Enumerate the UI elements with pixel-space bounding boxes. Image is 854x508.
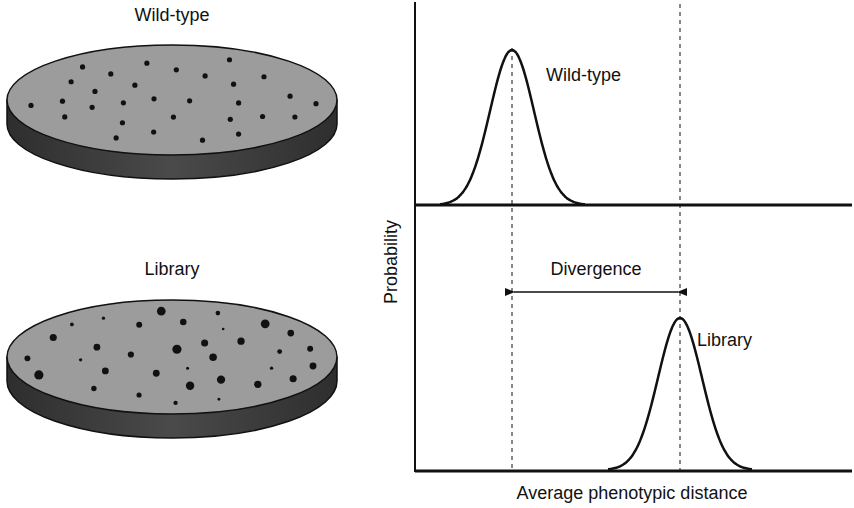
curve-label: Wild-type [546,66,621,86]
dish-title: Library [144,260,199,280]
colony-dot [180,319,187,326]
colony-dot [80,64,85,69]
colony-dot [287,94,292,99]
petri-dish [7,300,337,438]
colony-dot [120,120,125,125]
colony-dot [186,367,189,370]
colony-dot [151,96,156,101]
colony-dot [60,99,65,104]
colony-dot [172,345,181,354]
colony-dot [277,349,282,354]
dish-title: Wild-type [134,6,209,26]
colony-dot [157,307,166,316]
colony-dot [260,114,265,119]
dish-top [7,45,337,155]
colony-dot [287,330,294,337]
dashed-guide [512,48,513,470]
colony-dot [222,328,225,331]
colony-dot [186,382,194,390]
colony-dot [121,100,126,105]
colony-dot [261,319,270,328]
colony-dot [173,401,177,405]
colony-dot [50,334,57,341]
colony-dot [79,358,82,361]
x-axis [415,470,852,473]
colony-dot [227,57,232,62]
colony-dot [114,135,119,140]
colony-dot [310,363,317,370]
colony-dot [217,398,220,401]
colony-dot [136,322,142,328]
colony-dot [171,114,176,119]
colony-dot [70,323,74,327]
colony-dot [69,79,74,84]
colony-dot [216,311,221,316]
petri-dish [7,45,337,179]
colony-dot [28,103,33,108]
colony-dot [92,89,97,94]
colony-dot [236,100,241,105]
colony-dot [90,105,95,110]
curve-label: Library [697,331,752,351]
colony-dot [94,344,101,351]
colony-dot [307,346,313,352]
dish-top [7,300,337,414]
colony-dot [187,98,192,103]
colony-dot [201,339,208,346]
colony-dot [236,131,241,136]
colony-dot [108,71,113,76]
colony-dot [62,114,67,119]
colony-dot [91,386,96,391]
colony-dot [102,317,105,320]
colonies [28,57,318,143]
axis-title: Average phenotypic distance [517,484,748,504]
colony-dot [231,82,236,87]
colony-dot [128,351,134,357]
colony-dot [209,354,217,362]
axis-title: Probability [382,220,402,304]
colony-dot [144,61,149,66]
baseline [415,204,852,207]
colony-dot [261,74,266,79]
colony-dot [151,129,156,134]
colony-dot [217,375,225,383]
measure-label: Divergence [550,260,641,280]
colony-dot [290,375,297,382]
colony-dot [200,138,205,143]
colony-dot [24,355,30,361]
y-axis [414,2,416,472]
colony-dot [270,366,273,369]
colony-dot [34,370,43,379]
colony-dot [136,392,141,397]
colony-dot [292,114,297,119]
colony-dot [313,101,318,106]
colony-dot [228,117,233,122]
colony-dot [254,381,261,388]
distribution-curve [608,318,752,469]
dashed-guide [680,4,681,470]
colony-dot [174,67,179,72]
colony-dot [203,73,208,78]
colony-dot [153,370,160,377]
divergence-arrow [514,291,678,293]
colony-dot [102,368,109,375]
colony-dot [237,338,244,345]
colonies [24,307,316,405]
colony-dot [132,83,137,88]
